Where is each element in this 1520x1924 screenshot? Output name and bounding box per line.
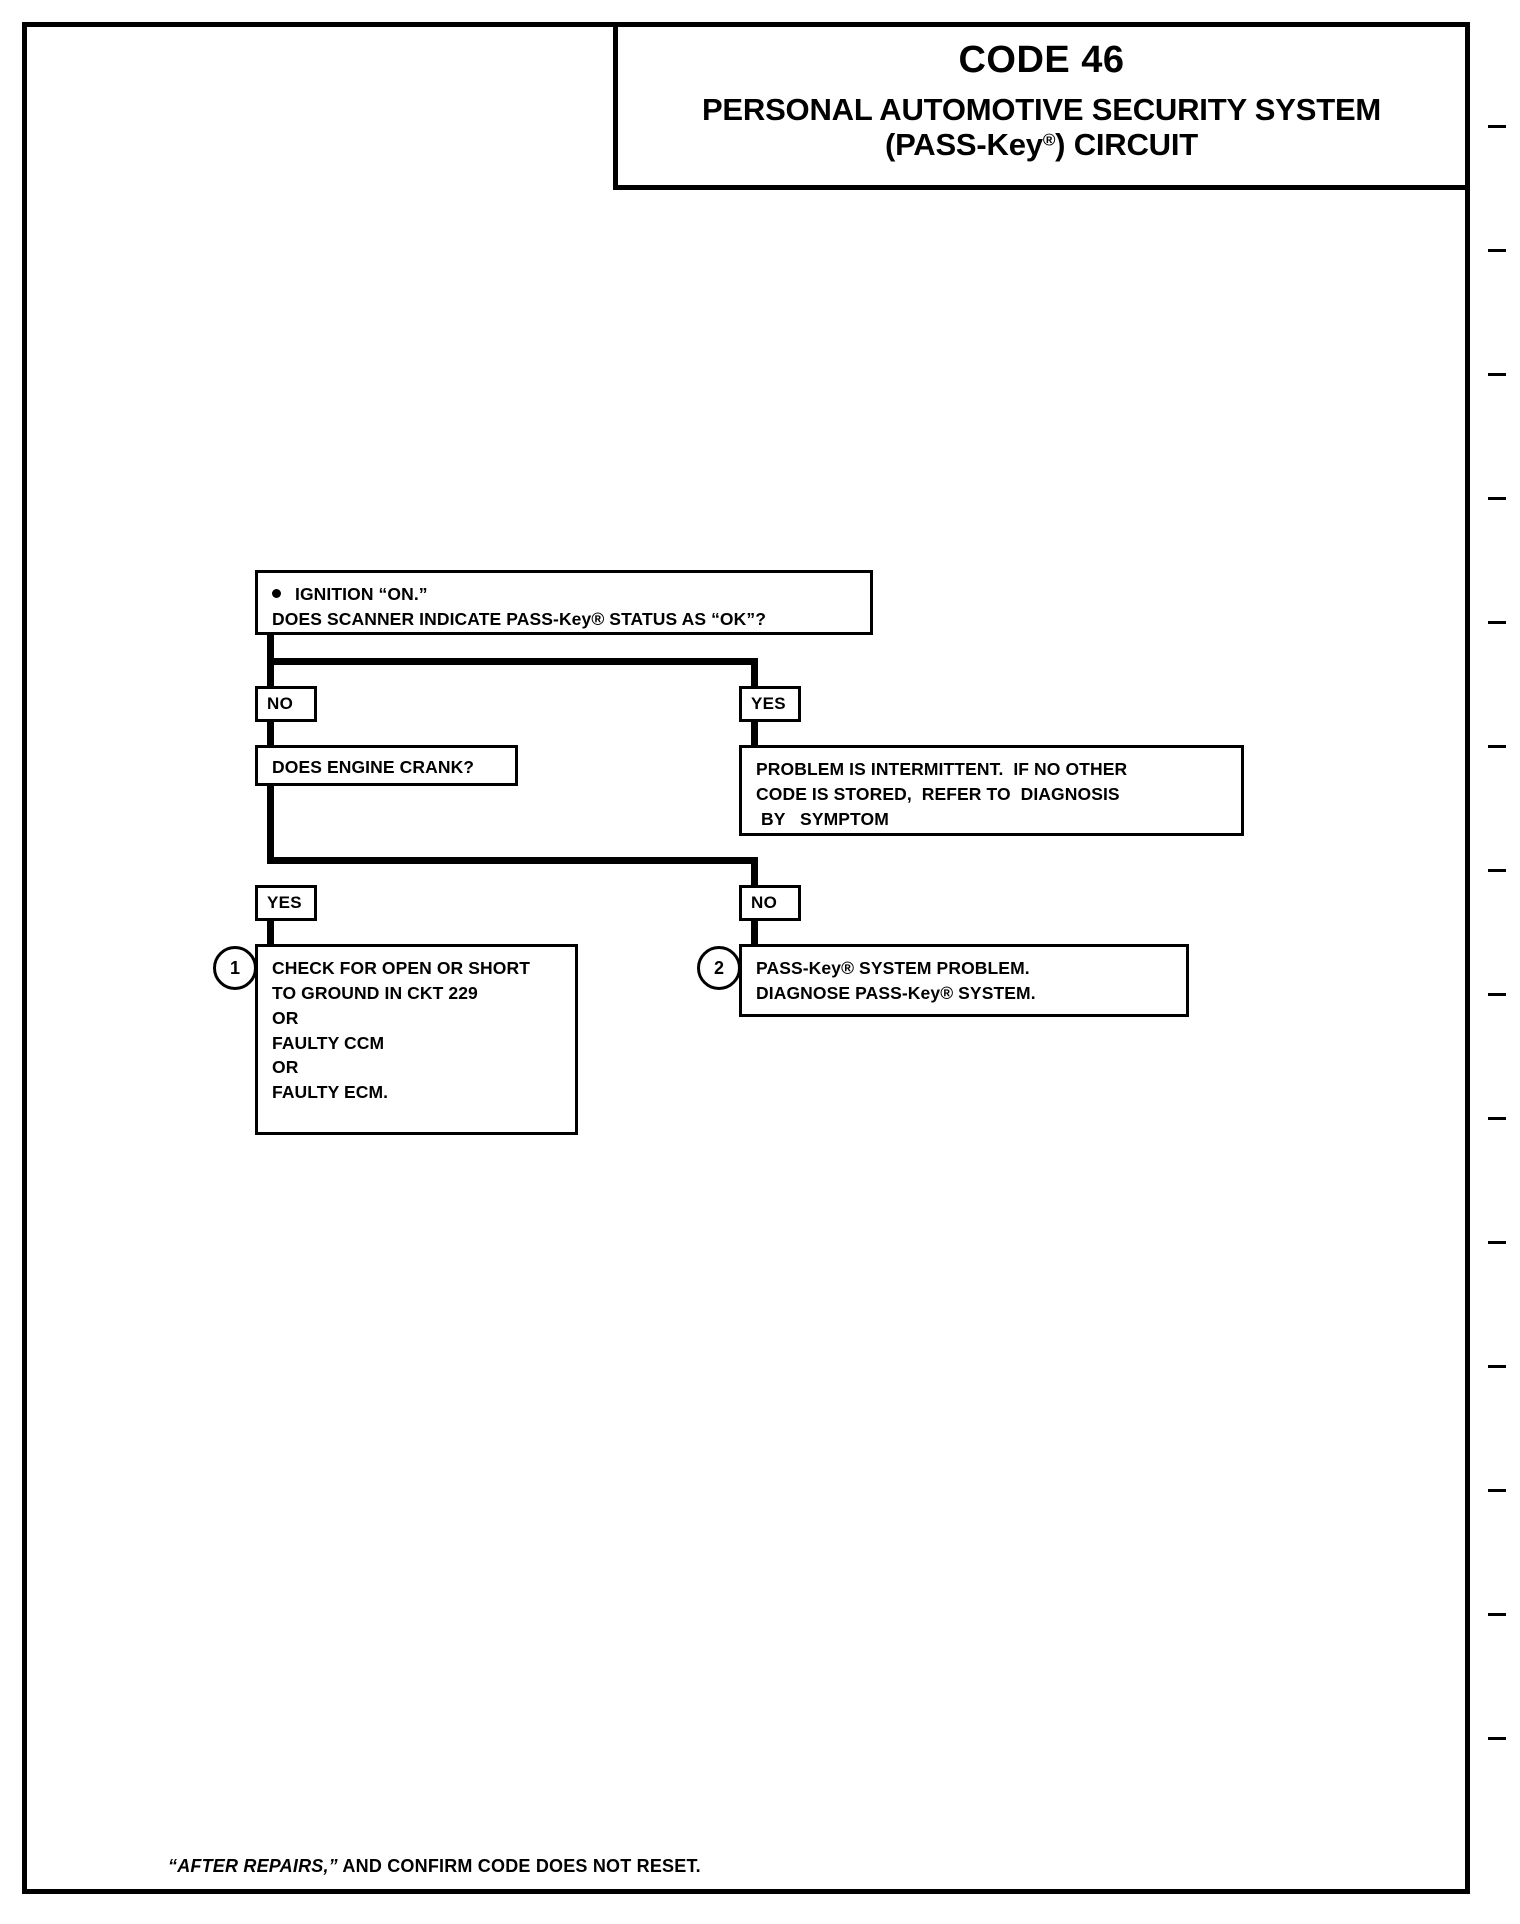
connector-bus-2 [267, 857, 758, 864]
margin-tick [1488, 745, 1506, 748]
title-line-secondary: (PASS-Key®) CIRCUIT [884, 126, 1199, 163]
check-line-6: FAULTY ECM. [272, 1082, 389, 1103]
start-question-box: IGNITION “ON.” DOES SCANNER INDICATE PAS… [255, 570, 873, 635]
connector-bus2-right [751, 857, 758, 887]
connector-yes2-down [267, 918, 274, 946]
callout-marker-1: 1 [213, 946, 257, 990]
circuit-text: ) CIRCUIT [1055, 126, 1199, 162]
footer-rest-part: AND CONFIRM CODE DOES NOT RESET. [337, 1856, 701, 1876]
check-line-4: FAULTY CCM [272, 1032, 385, 1053]
passkey-text: (PASS-Key [884, 126, 1043, 162]
margin-tick [1488, 373, 1506, 376]
margin-tick [1488, 1117, 1506, 1120]
margin-tick [1488, 125, 1506, 128]
margin-tick [1488, 993, 1506, 996]
registered-mark-icon: ® [1042, 130, 1056, 150]
intermittent-line-2: CODE IS STORED, REFER TO DIAGNOSIS [756, 783, 1120, 804]
margin-tick [1488, 1613, 1506, 1616]
intermittent-line-1: PROBLEM IS INTERMITTENT. IF NO OTHER [756, 759, 1128, 779]
connector-crank-down [267, 786, 274, 864]
branch-label-yes-2: YES [255, 885, 317, 921]
crank-box-text: DOES ENGINE CRANK? [272, 757, 475, 777]
margin-tick [1488, 1737, 1506, 1740]
footer-note: “AFTER REPAIRS,” AND CONFIRM CODE DOES N… [168, 1856, 701, 1877]
code-number: CODE 46 [958, 39, 1125, 81]
check-line-2: TO GROUND IN CKT 229 [272, 982, 478, 1003]
check-open-short-box: CHECK FOR OPEN OR SHORT TO GROUND IN CKT… [255, 944, 578, 1135]
margin-tick [1488, 621, 1506, 624]
margin-tick [1488, 1365, 1506, 1368]
check-line-5: OR [272, 1057, 299, 1078]
check-line-1: CHECK FOR OPEN OR SHORT [272, 958, 531, 978]
connector-bus1-left [267, 658, 274, 688]
intermittent-problem-box: PROBLEM IS INTERMITTENT. IF NO OTHER COD… [739, 745, 1244, 836]
connector-yes1-down [751, 719, 758, 749]
passkey-line-1: PASS-Key® SYSTEM PROBLEM. [756, 958, 1030, 978]
branch-label-no-2: NO [739, 885, 801, 921]
connector-bus-1 [267, 658, 758, 665]
connector-no1-down [267, 719, 274, 749]
margin-tick [1488, 1241, 1506, 1244]
footer-italic-part: “AFTER REPAIRS,” [168, 1856, 338, 1876]
margin-tick [1488, 497, 1506, 500]
callout-marker-2: 2 [697, 946, 741, 990]
engine-crank-question-box: DOES ENGINE CRANK? [255, 745, 518, 786]
start-box-bullet-line: IGNITION “ON.” [272, 582, 858, 607]
passkey-line-2: DIAGNOSE PASS-Key® SYSTEM. [756, 982, 1036, 1003]
bullet-icon [272, 589, 281, 598]
branch-label-no-1: NO [255, 686, 317, 722]
title-block: CODE 46 PERSONAL AUTOMOTIVE SECURITY SYS… [613, 22, 1470, 190]
intermittent-line-3: BY SYMPTOM [756, 808, 889, 829]
margin-tick [1488, 869, 1506, 872]
check-line-3: OR [272, 1007, 299, 1028]
connector-bus1-right [751, 658, 758, 688]
connector-no2-down [751, 918, 758, 946]
title-line-primary: PERSONAL AUTOMOTIVE SECURITY SYSTEM [701, 91, 1382, 127]
margin-tick [1488, 249, 1506, 252]
margin-tick [1488, 1489, 1506, 1492]
passkey-system-problem-box: PASS-Key® SYSTEM PROBLEM. DIAGNOSE PASS-… [739, 944, 1189, 1017]
branch-label-yes-1: YES [739, 686, 801, 722]
connector-start-down [267, 635, 274, 665]
ignition-text: IGNITION “ON.” [295, 584, 428, 604]
start-box-question-line: DOES SCANNER INDICATE PASS-Key® STATUS A… [272, 608, 767, 629]
